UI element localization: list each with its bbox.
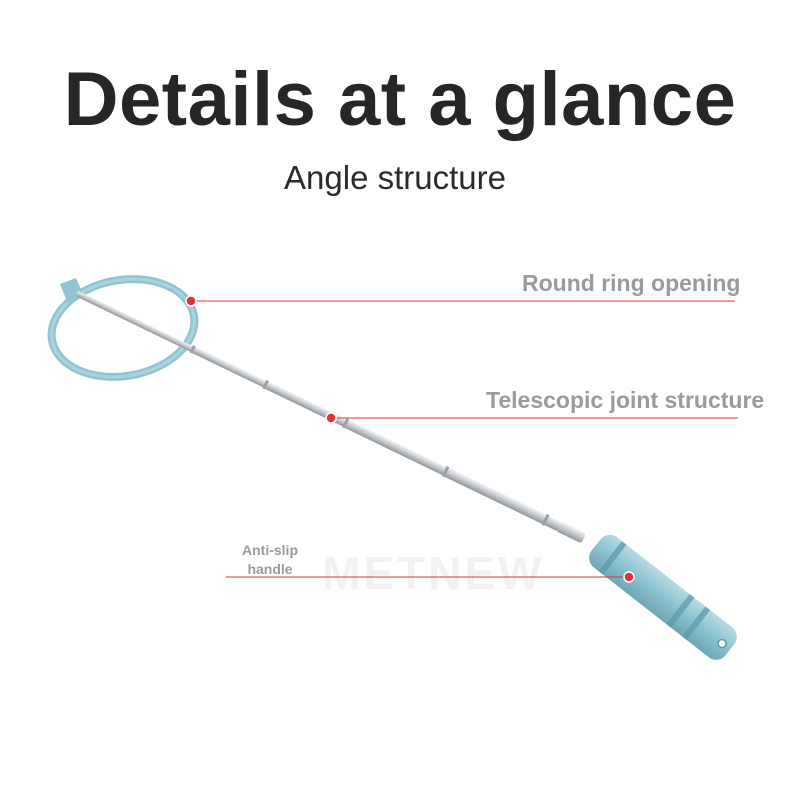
watermark: METNEW (322, 547, 545, 599)
page-subtitle: Angle structure (284, 159, 506, 196)
anti-slip-handle (589, 534, 737, 660)
telescopic-rod (75, 291, 586, 543)
callout-handle-label: Anti-slip handle (242, 542, 298, 577)
handle-callout-line (226, 571, 635, 583)
round-ring (47, 275, 199, 381)
ring-callout-line (185, 295, 735, 307)
page-title: Details at a glance (63, 57, 737, 142)
telescopic-callout-line (325, 412, 738, 424)
callout-telescopic-label: Telescopic joint structure (486, 387, 765, 413)
callout-ring-label: Round ring opening (522, 270, 741, 296)
